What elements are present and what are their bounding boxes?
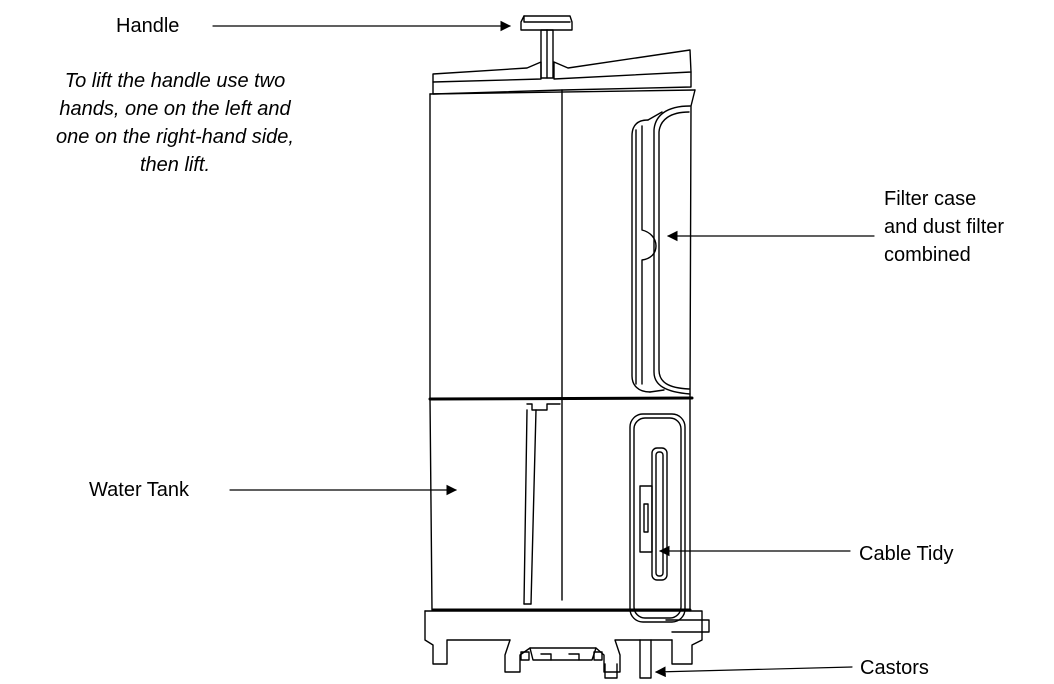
note-line: one on the right-hand side,: [56, 126, 294, 148]
lower-body: [429, 398, 692, 612]
filter-label-line: combined: [884, 244, 971, 266]
filter-label-line: and dust filter: [884, 216, 1005, 238]
castors-leader: [654, 666, 853, 678]
note-line: To lift the handle use two: [64, 70, 286, 92]
upper-body: [428, 89, 696, 601]
lift-instruction-note: To lift the handle use two hands, one on…: [0, 67, 350, 179]
handle-label: Handle: [116, 15, 180, 37]
filter-case: [631, 105, 691, 395]
cable-tidy: [629, 413, 710, 633]
castors-label: Castors: [860, 657, 929, 679]
note-line: hands, one on the left and: [59, 98, 291, 120]
handle-part: [520, 15, 573, 79]
filter-label: Filter case and dust filter combined: [884, 185, 1004, 269]
water-tank-label: Water Tank: [89, 479, 190, 501]
base: [424, 610, 703, 679]
leader-lines: [212, 20, 875, 678]
note-line: then lift.: [139, 154, 211, 176]
cable-tidy-label: Cable Tidy: [859, 543, 954, 565]
filter-label-line: Filter case: [884, 188, 977, 210]
top-cap: [429, 49, 696, 95]
